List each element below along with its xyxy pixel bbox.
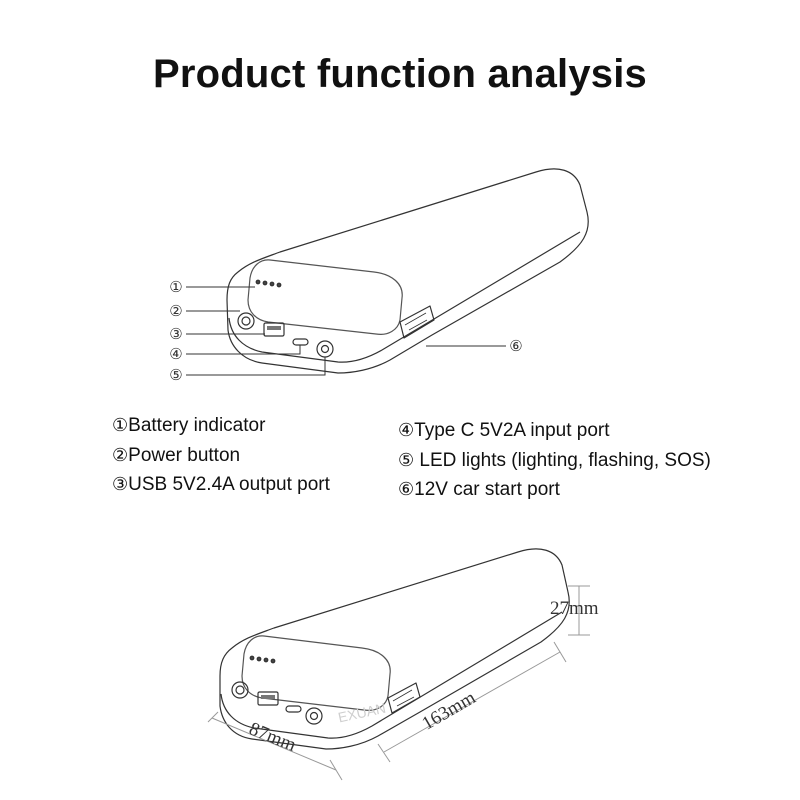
led-light bbox=[305, 707, 323, 725]
battery-indicator-led bbox=[276, 282, 282, 288]
front-panel bbox=[247, 259, 403, 335]
width-dimension: 87mm bbox=[246, 718, 299, 756]
usb-port bbox=[263, 322, 285, 337]
front-panel bbox=[241, 635, 391, 711]
power-button bbox=[237, 312, 255, 330]
callout-2: ② bbox=[169, 303, 182, 320]
height-dimension: 27mm bbox=[550, 598, 599, 619]
car-start-port bbox=[399, 305, 435, 339]
feature-item: ③USB 5V2.4A output port bbox=[112, 474, 330, 495]
feature-item: ②Power button bbox=[112, 444, 241, 466]
battery-indicator-led bbox=[262, 280, 268, 286]
feature-list-right: ④Type C 5V2A input port ⑤ LED lights (li… bbox=[398, 416, 711, 505]
callout-3: ③ bbox=[169, 326, 182, 343]
feature-item: ⑥12V car start port bbox=[398, 479, 560, 500]
device-body-outline bbox=[226, 168, 589, 374]
callout-1: ① bbox=[169, 279, 182, 296]
callout-6: ⑥ bbox=[509, 338, 522, 355]
feature-item: ④Type C 5V2A input port bbox=[398, 420, 610, 441]
page-title: Product function analysis bbox=[153, 52, 647, 96]
power-button bbox=[231, 681, 249, 699]
usb-port bbox=[257, 691, 279, 706]
car-start-port bbox=[387, 682, 421, 714]
type-c-port bbox=[285, 705, 302, 713]
battery-indicator-led bbox=[255, 279, 261, 285]
feature-list-left: ①Battery indicator ②Power button ③USB 5V… bbox=[112, 411, 330, 500]
length-dimension: 163mm bbox=[418, 687, 479, 734]
feature-item: ①Battery indicator bbox=[112, 415, 266, 436]
device-body-outline bbox=[219, 548, 570, 750]
feature-item: ⑤ LED lights (lighting, flashing, SOS) bbox=[398, 449, 711, 471]
callout-5: ⑤ bbox=[169, 367, 182, 384]
battery-indicator-led bbox=[269, 281, 275, 287]
callout-4: ④ bbox=[169, 346, 182, 363]
